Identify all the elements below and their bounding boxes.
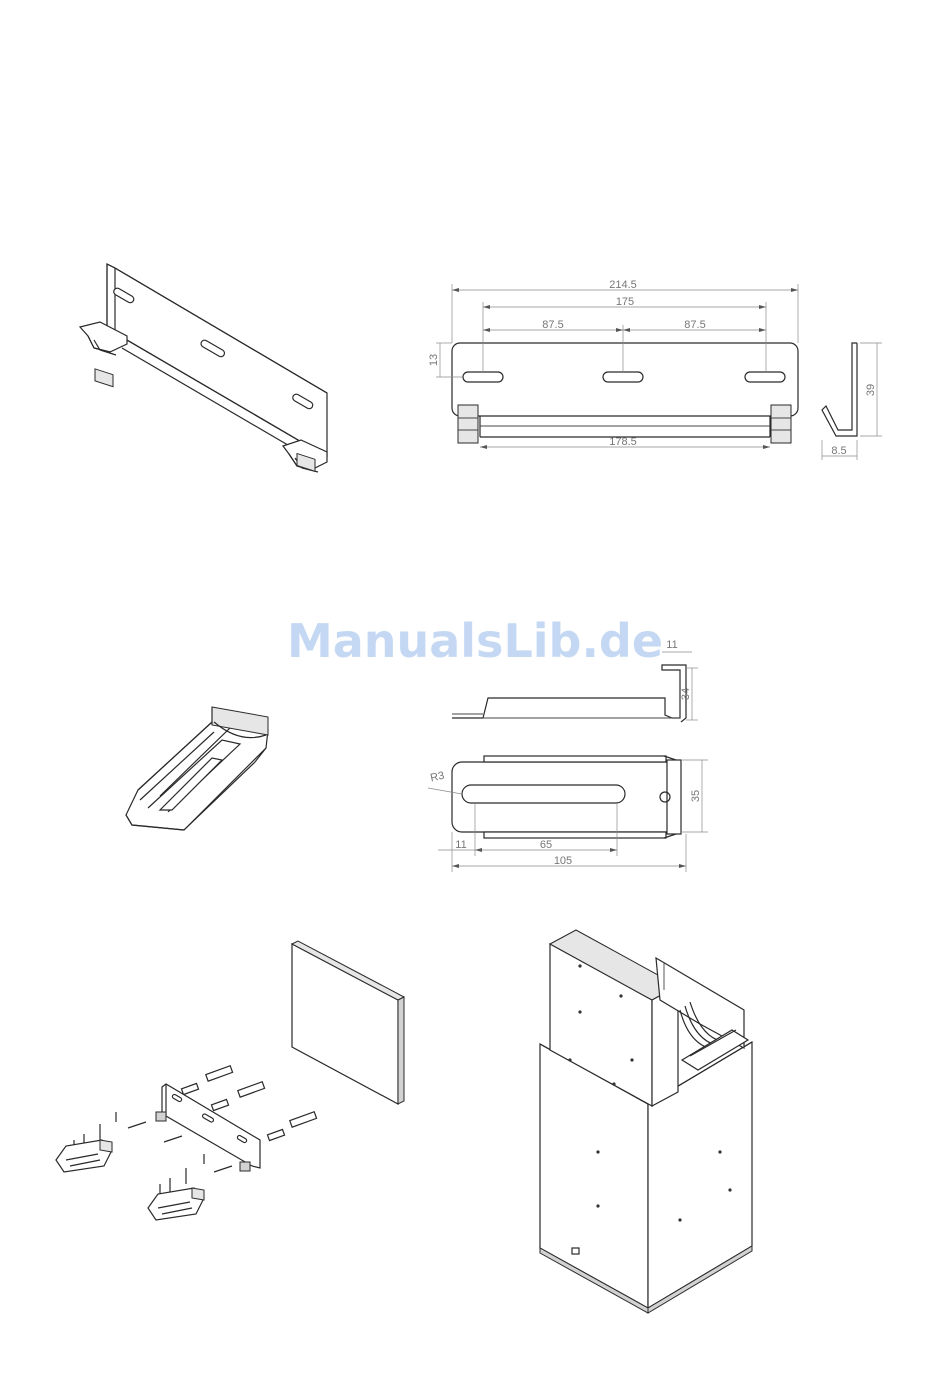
- dim-side-depth: 8.5: [831, 445, 846, 457]
- slot-left: [463, 372, 503, 382]
- wall-bracket-front-view: 214.5 175 87.5 87.5 178.5 13: [428, 279, 798, 449]
- dim-width: 35: [690, 790, 702, 802]
- dim-slot-span: 175: [616, 296, 634, 308]
- dim-bottom-width: 178.5: [609, 436, 637, 448]
- dim-left-offset: 11: [455, 839, 466, 851]
- dim-radius: R3: [429, 770, 445, 785]
- dim-right-half: 87.5: [684, 319, 705, 331]
- support-slot: [462, 785, 625, 803]
- wall-bracket-iso-view: [80, 264, 327, 472]
- support-brackets: [56, 1140, 204, 1220]
- slot-center: [603, 372, 643, 382]
- manualslib-watermark: ManualsLib.de: [0, 614, 950, 668]
- dim-overall-width: 214.5: [609, 279, 637, 291]
- dim-hook-height: 34: [680, 688, 692, 700]
- support-bracket-iso-view: [126, 707, 268, 830]
- wall-bracket-side-profile: 39 8.5: [822, 343, 882, 460]
- dim-slot-length: 65: [540, 839, 552, 851]
- installed-cover-assembly: [540, 930, 752, 1313]
- support-bracket-top-view: 35 R3 11 65 105: [428, 756, 708, 872]
- dim-left-height: 13: [428, 354, 440, 366]
- dim-overall-length: 105: [554, 855, 572, 867]
- dim-left-half: 87.5: [542, 319, 563, 331]
- dim-side-height: 39: [865, 384, 877, 396]
- exploded-assembly-view: [56, 941, 404, 1220]
- slot-right: [745, 372, 785, 382]
